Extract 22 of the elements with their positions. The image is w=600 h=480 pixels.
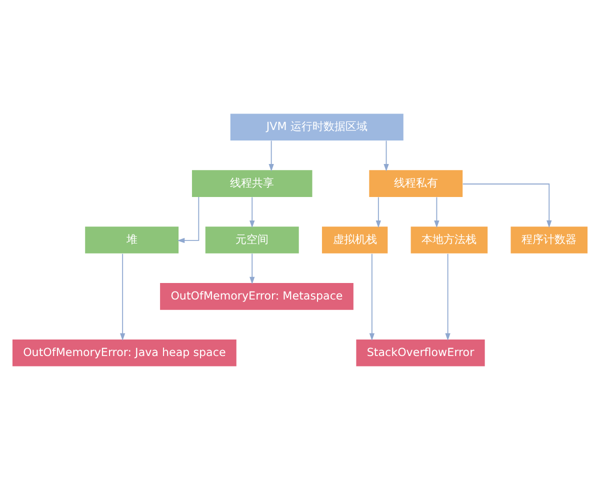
arrow [434,196,440,228]
arrow [376,196,382,228]
node-box: JVM 运行时数据区域 [230,114,404,141]
node-box: 程序计数器 [510,226,588,254]
node-box: 虚拟机栈 [322,226,388,254]
node-box: 元空间 [205,226,299,254]
arrow [120,253,126,341]
arrow [250,196,255,228]
arrow [384,140,389,172]
node-box: OutOfMemoryError: Java heap space [12,339,236,366]
node-box: 线程私有 [369,170,463,197]
arrow [177,196,200,244]
node-box: OutOfMemoryError: Metaspace [160,283,354,310]
arrow [462,184,552,228]
node-box: StackOverflowError [356,339,485,366]
node-box: 线程共享 [192,170,312,197]
node-box: 堆 [85,226,179,254]
arrow [268,140,274,172]
node-box: 本地方法栈 [410,226,488,254]
arrow [445,253,450,341]
arrow [250,253,255,284]
arrow [369,253,375,341]
